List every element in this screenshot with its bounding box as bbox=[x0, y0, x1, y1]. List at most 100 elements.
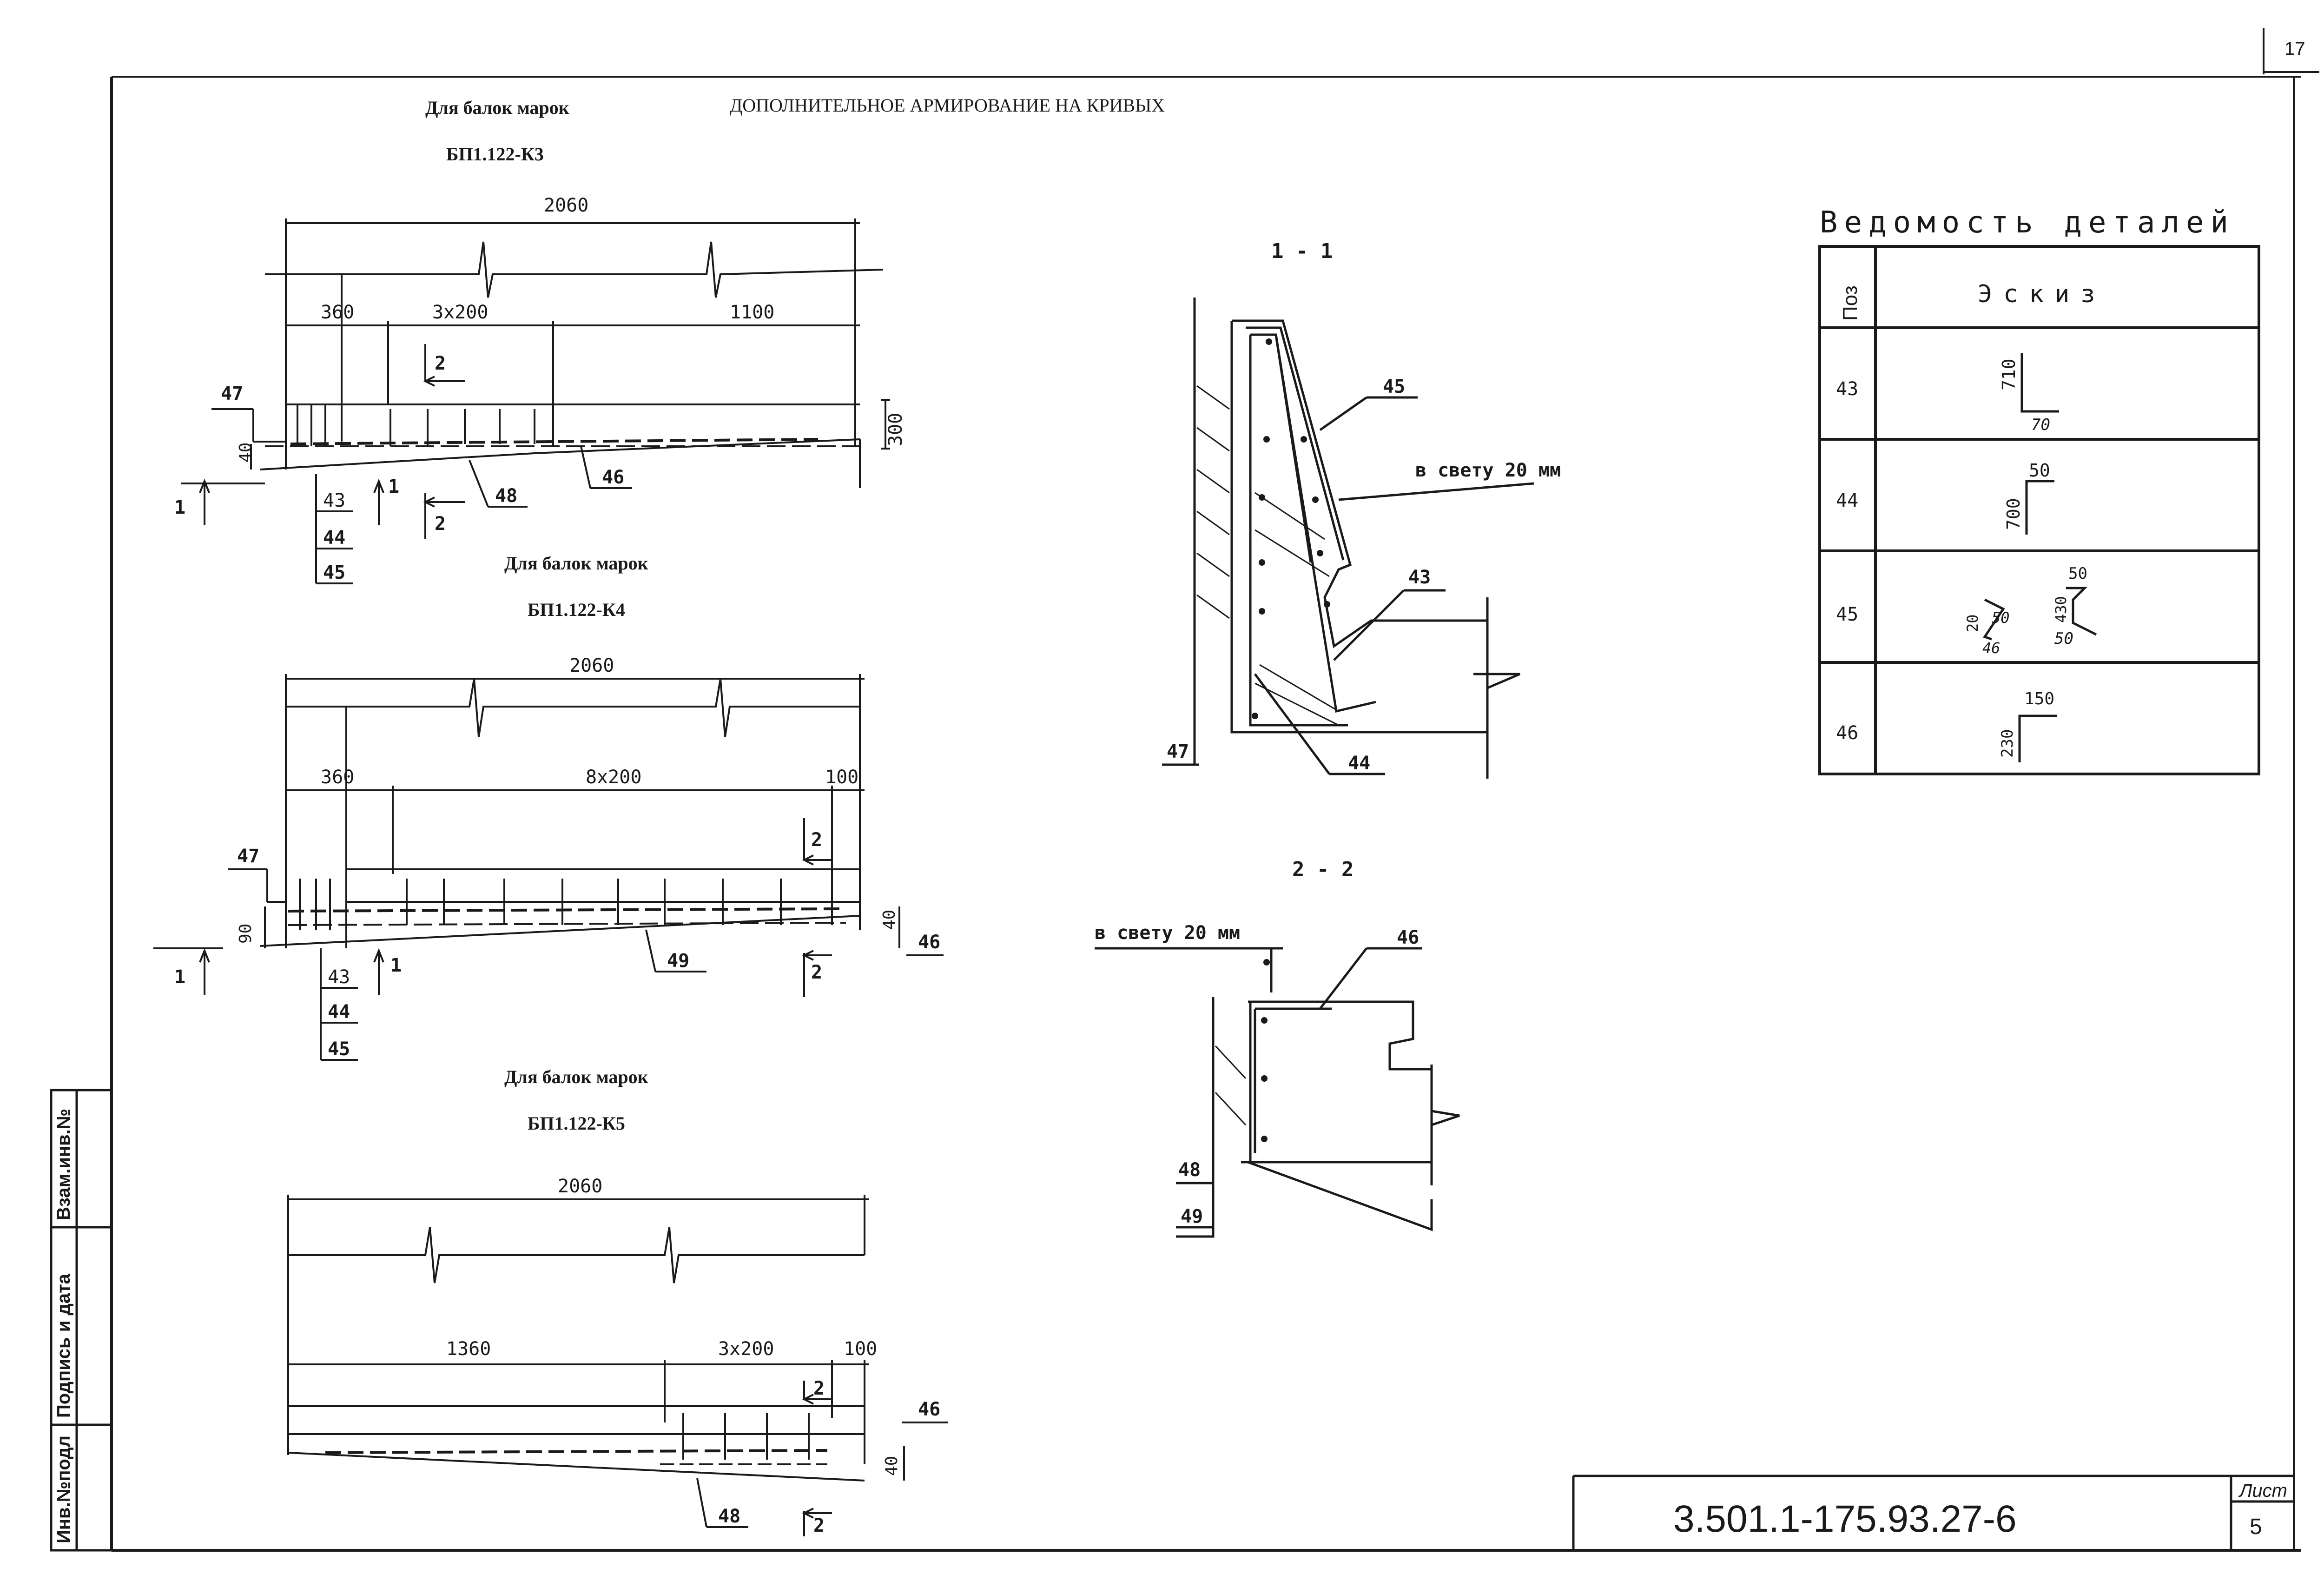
k3-dim-300: 300 bbox=[885, 413, 906, 446]
k4-pos-47: 47 bbox=[237, 846, 259, 867]
details-row-pos-44: 44 bbox=[1836, 490, 1858, 511]
details-col-sketch: Эскиз bbox=[1978, 280, 2106, 308]
k3-pos-44: 44 bbox=[323, 527, 345, 549]
section-1-1-pos-43: 43 bbox=[1408, 567, 1431, 588]
sheet-label: Лист bbox=[2238, 1481, 2287, 1501]
sketch-44-dim-50: 50 bbox=[2029, 460, 2050, 481]
detail-k5: Для балок марок БП1.122-К5 2 bbox=[287, 1066, 948, 1536]
details-table-title: Ведомость деталей bbox=[1820, 205, 2235, 240]
section-2-2-label: 2 - 2 bbox=[1292, 858, 1353, 881]
stamp-vzam-inv: Взам.инв.№ bbox=[53, 1109, 74, 1220]
k4-heading: Для балок марок bbox=[504, 553, 648, 574]
sketch-44-dim-700: 700 bbox=[2003, 498, 2024, 530]
k4-sec-2-bottom: 2 bbox=[811, 962, 822, 983]
section-2-2-pos-48: 48 bbox=[1178, 1159, 1201, 1181]
section-1-1-pos-44: 44 bbox=[1348, 753, 1370, 774]
sketch-45-dim-50c: 50 bbox=[2054, 629, 2073, 648]
k4-pos-43: 43 bbox=[328, 966, 350, 988]
k5-heading: Для балок марок bbox=[504, 1066, 648, 1087]
k3-pos-43: 43 bbox=[323, 490, 345, 511]
k3-dim-2060: 2060 bbox=[544, 195, 588, 216]
sketch-45-dim-430: 430 bbox=[2052, 596, 2070, 623]
k5-sec-2-bottom: 2 bbox=[813, 1515, 825, 1536]
k5-dim-40: 40 bbox=[882, 1456, 901, 1476]
sketch-46-dim-150: 150 bbox=[2024, 689, 2054, 708]
title-block bbox=[1572, 1475, 2294, 1550]
section-2-2: 2 - 2 в свету 20 мм bbox=[1095, 858, 1460, 1238]
k3-dim-360: 360 bbox=[321, 302, 354, 323]
k3-sec-1-left: 1 bbox=[174, 497, 185, 518]
k4-dim-360: 360 bbox=[321, 767, 354, 788]
k5-dim-2060: 2060 bbox=[558, 1176, 602, 1197]
k4-dim-40: 40 bbox=[880, 910, 899, 930]
detail-k4: Для балок марок БП1.122-К4 bbox=[153, 553, 944, 1061]
section-1-1-bars bbox=[1252, 338, 1330, 719]
sketch-46-dim-230: 230 bbox=[1998, 729, 2017, 758]
k5-dim-3x200: 3x200 bbox=[718, 1338, 774, 1360]
k5-mark: БП1.122-К5 bbox=[528, 1113, 625, 1134]
sketch-43-dim-710: 710 bbox=[1999, 358, 2019, 390]
k3-heading: Для балок марок bbox=[425, 97, 569, 118]
k3-mark: БП1.122-К3 bbox=[446, 144, 544, 165]
k4-dim-90: 90 bbox=[236, 924, 255, 944]
k4-sec-1-right: 1 bbox=[390, 955, 402, 976]
sketch-45-dim-50b: 50 bbox=[2068, 564, 2087, 583]
k3-dim-40: 40 bbox=[236, 443, 255, 463]
k3-dim-1100: 1100 bbox=[730, 302, 774, 323]
section-1-1: 1 - 1 bbox=[1162, 239, 1561, 779]
sketch-46 bbox=[2018, 714, 2057, 762]
sketch-45-dim-50a: 50 bbox=[1992, 609, 2010, 627]
section-1-1-pos-47: 47 bbox=[1167, 741, 1189, 762]
side-stamp bbox=[50, 1089, 113, 1552]
corner-number: 17 bbox=[2284, 39, 2305, 59]
sketch-43-dim-70: 70 bbox=[2031, 416, 2050, 434]
k4-sec-1-left: 1 bbox=[174, 966, 185, 988]
sketch-45 bbox=[1983, 587, 2097, 641]
k4-sec-2-top: 2 bbox=[811, 829, 822, 851]
k5-pos-48: 48 bbox=[718, 1506, 740, 1527]
sketch-45-dim-46: 46 bbox=[1982, 639, 2000, 657]
k3-pos-48: 48 bbox=[495, 485, 517, 507]
k3-pos-45: 45 bbox=[323, 562, 345, 583]
k3-pos-47: 47 bbox=[221, 383, 243, 404]
stamp-inv-podl: Инв.№подл bbox=[53, 1435, 74, 1543]
k3-dim-3x200: 3x200 bbox=[432, 302, 488, 323]
k4-dim-2060: 2060 bbox=[569, 655, 614, 676]
sketch-45-dim-20: 20 bbox=[1964, 614, 1981, 632]
k5-pos-46: 46 bbox=[918, 1399, 940, 1420]
k5-sec-2-top: 2 bbox=[813, 1378, 825, 1399]
k4-pos-45: 45 bbox=[328, 1038, 350, 1060]
k4-pos-49: 49 bbox=[667, 950, 689, 972]
k3-sec-2-top: 2 bbox=[435, 353, 446, 374]
section-1-1-note: в свету 20 мм bbox=[1415, 460, 1561, 481]
section-1-1-label: 1 - 1 bbox=[1271, 239, 1333, 263]
k3-sec-1-right: 1 bbox=[388, 476, 399, 497]
k4-pos-44: 44 bbox=[328, 1001, 350, 1023]
k5-dim-100: 100 bbox=[844, 1338, 877, 1360]
section-2-2-bars bbox=[1261, 959, 1270, 1142]
details-row-pos-45: 45 bbox=[1836, 604, 1858, 625]
section-2-2-pos-49: 49 bbox=[1181, 1206, 1203, 1227]
sketch-44 bbox=[2025, 480, 2054, 535]
k4-dim-100: 100 bbox=[825, 767, 858, 788]
k3-sec-2-bottom: 2 bbox=[435, 513, 446, 535]
section-2-2-note: в свету 20 мм bbox=[1095, 922, 1240, 944]
sheet-number: 5 bbox=[2250, 1515, 2262, 1539]
section-2-2-pos-46: 46 bbox=[1397, 927, 1419, 948]
section-1-1-pos-45: 45 bbox=[1383, 376, 1405, 397]
k4-dim-8x200: 8x200 bbox=[586, 767, 641, 788]
details-row-pos-43: 43 bbox=[1836, 378, 1858, 400]
details-row-pos-46: 46 bbox=[1836, 722, 1858, 744]
k5-dim-1360: 1360 bbox=[446, 1338, 491, 1360]
k4-pos-46: 46 bbox=[918, 932, 940, 953]
sheet-frame bbox=[110, 28, 2319, 1552]
drawing-code: 3.501.1-175.93.27-6 bbox=[1673, 1498, 2017, 1540]
k4-mark: БП1.122-К4 bbox=[528, 599, 625, 620]
details-table: Ведомость деталей Поз Эскиз 43 710 70 44… bbox=[1818, 205, 2260, 775]
main-title: ДОПОЛНИТЕЛЬНОЕ АРМИРОВАНИЕ НА КРИВЫХ bbox=[730, 95, 1165, 116]
details-col-pos: Поз bbox=[1839, 285, 1862, 321]
stamp-signature-date: Подпись и дата bbox=[53, 1273, 74, 1418]
k3-pos-46: 46 bbox=[602, 467, 624, 488]
